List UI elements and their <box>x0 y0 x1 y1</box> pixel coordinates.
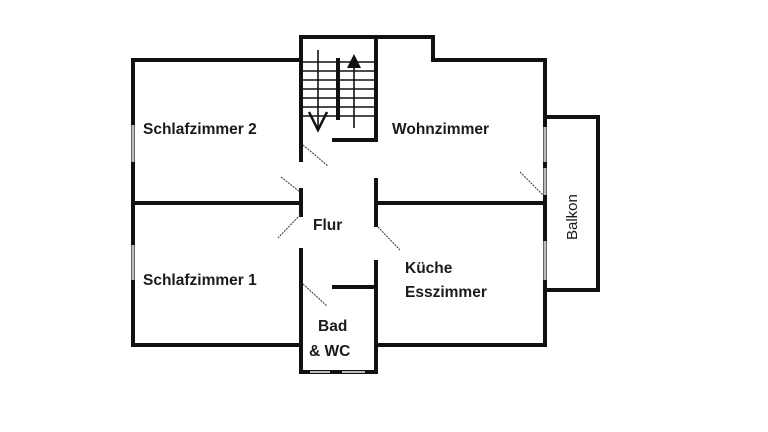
room-label-schlafzimmer-2: Schlafzimmer 2 <box>143 121 257 138</box>
room-label-balkon: Balkon <box>564 194 581 240</box>
balcony <box>543 115 600 292</box>
room-label-bad: Bad <box>318 318 347 335</box>
staircase <box>301 50 376 133</box>
room-label-kueche: Küche <box>405 260 453 277</box>
room-label-flur: Flur <box>313 217 342 234</box>
room-label-esszimmer: Esszimmer <box>405 284 487 301</box>
stairs-up-arrow-icon <box>347 54 361 68</box>
doors <box>277 144 544 307</box>
room-label-schlafzimmer-1: Schlafzimmer 1 <box>143 272 257 289</box>
room-label-wc: & WC <box>309 343 350 360</box>
room-label-wohnzimmer: Wohnzimmer <box>392 121 489 138</box>
windows <box>131 125 547 373</box>
